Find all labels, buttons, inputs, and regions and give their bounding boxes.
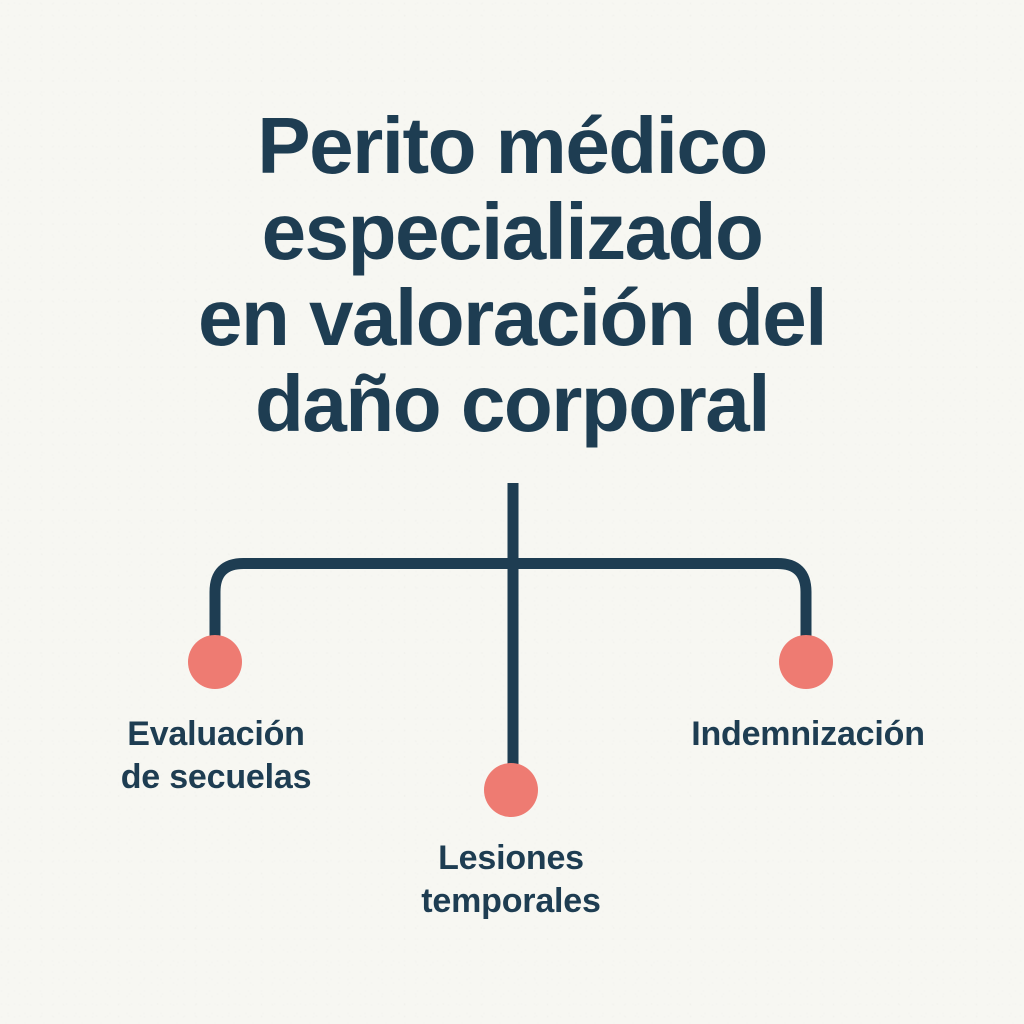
node-label-center-line-2: temporales (421, 882, 601, 920)
node-label-right[interactable]: Indemnización (592, 713, 1024, 756)
page-title: Perito médico especializado en valoració… (0, 103, 1024, 447)
title-line-4: daño corporal (255, 359, 770, 448)
node-label-left-line-2: de secuelas (120, 758, 312, 796)
title-line-3: en valoración del (197, 273, 828, 362)
branch-line-left (209, 558, 513, 636)
title-line-1: Perito médico (257, 101, 768, 190)
node-dot-right[interactable] (779, 635, 833, 689)
node-label-left[interactable]: Evaluación de secuelas (0, 713, 432, 799)
node-label-right-line-1: Indemnización (691, 715, 925, 753)
node-dot-center[interactable] (484, 763, 538, 817)
branch-line-right (513, 558, 812, 636)
node-label-center-line-1: Lesiones (438, 839, 584, 877)
node-label-left-line-1: Evaluación (127, 715, 305, 753)
title-line-2: especializado (261, 187, 764, 276)
node-label-center[interactable]: Lesiones temporales (291, 837, 731, 923)
node-dot-left[interactable] (188, 635, 242, 689)
